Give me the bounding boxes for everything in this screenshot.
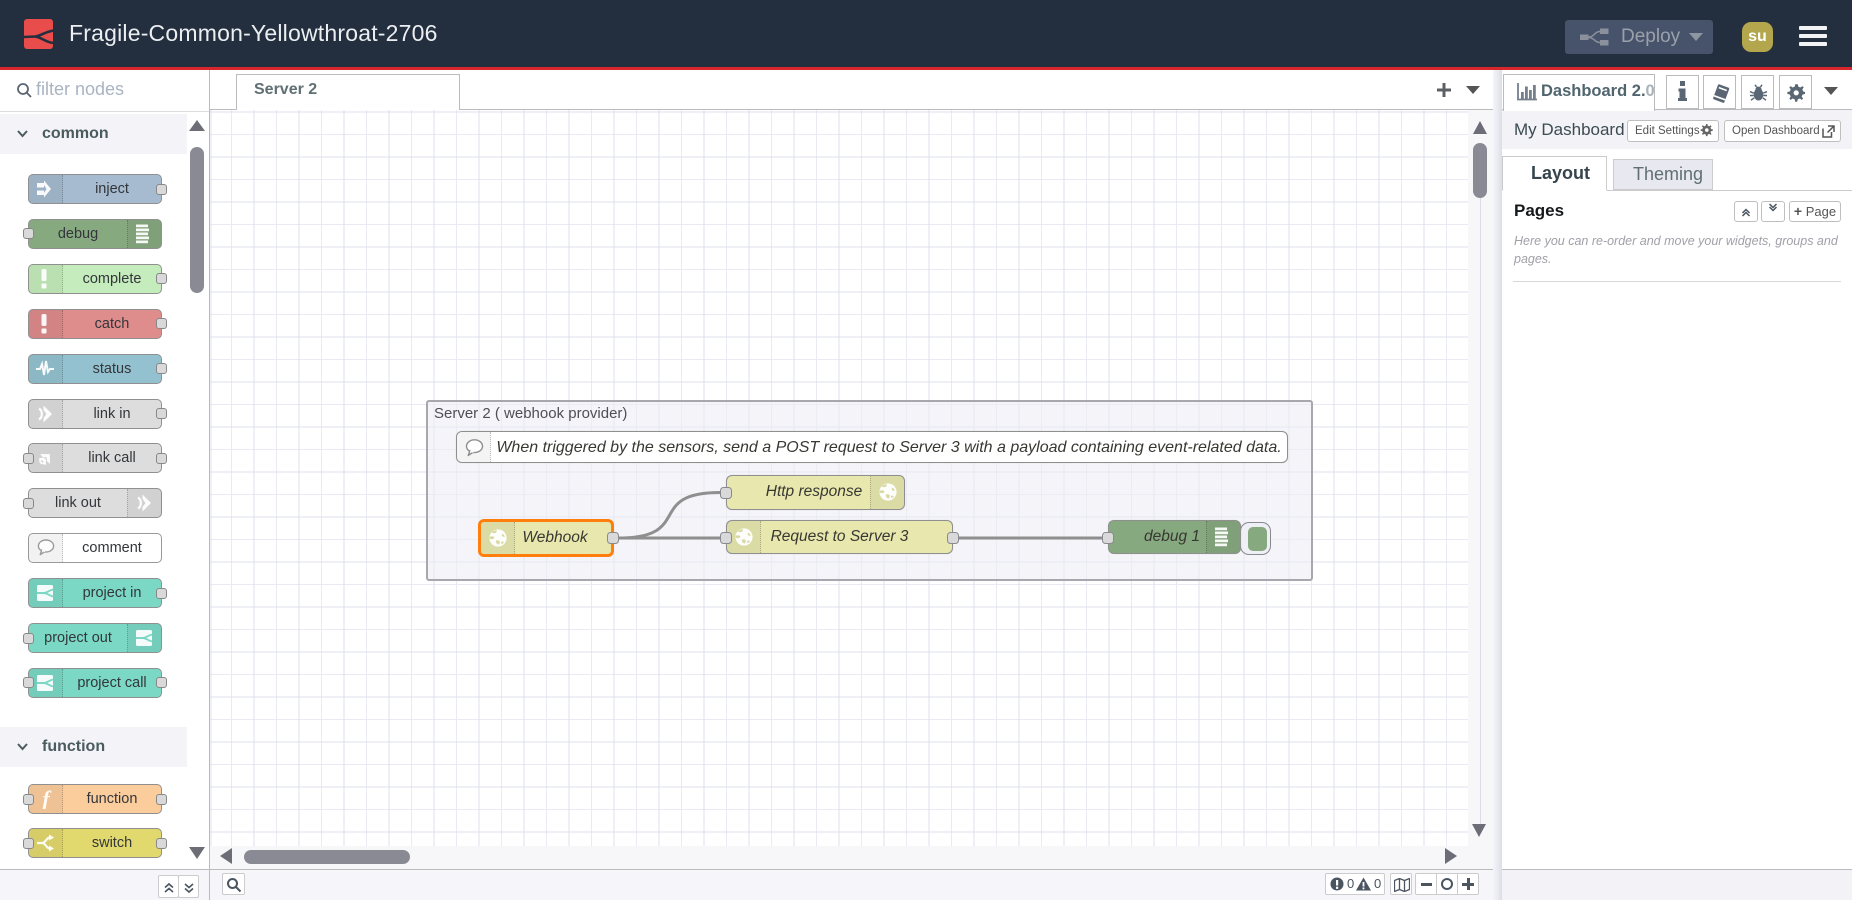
svg-text:f: f xyxy=(42,789,52,809)
